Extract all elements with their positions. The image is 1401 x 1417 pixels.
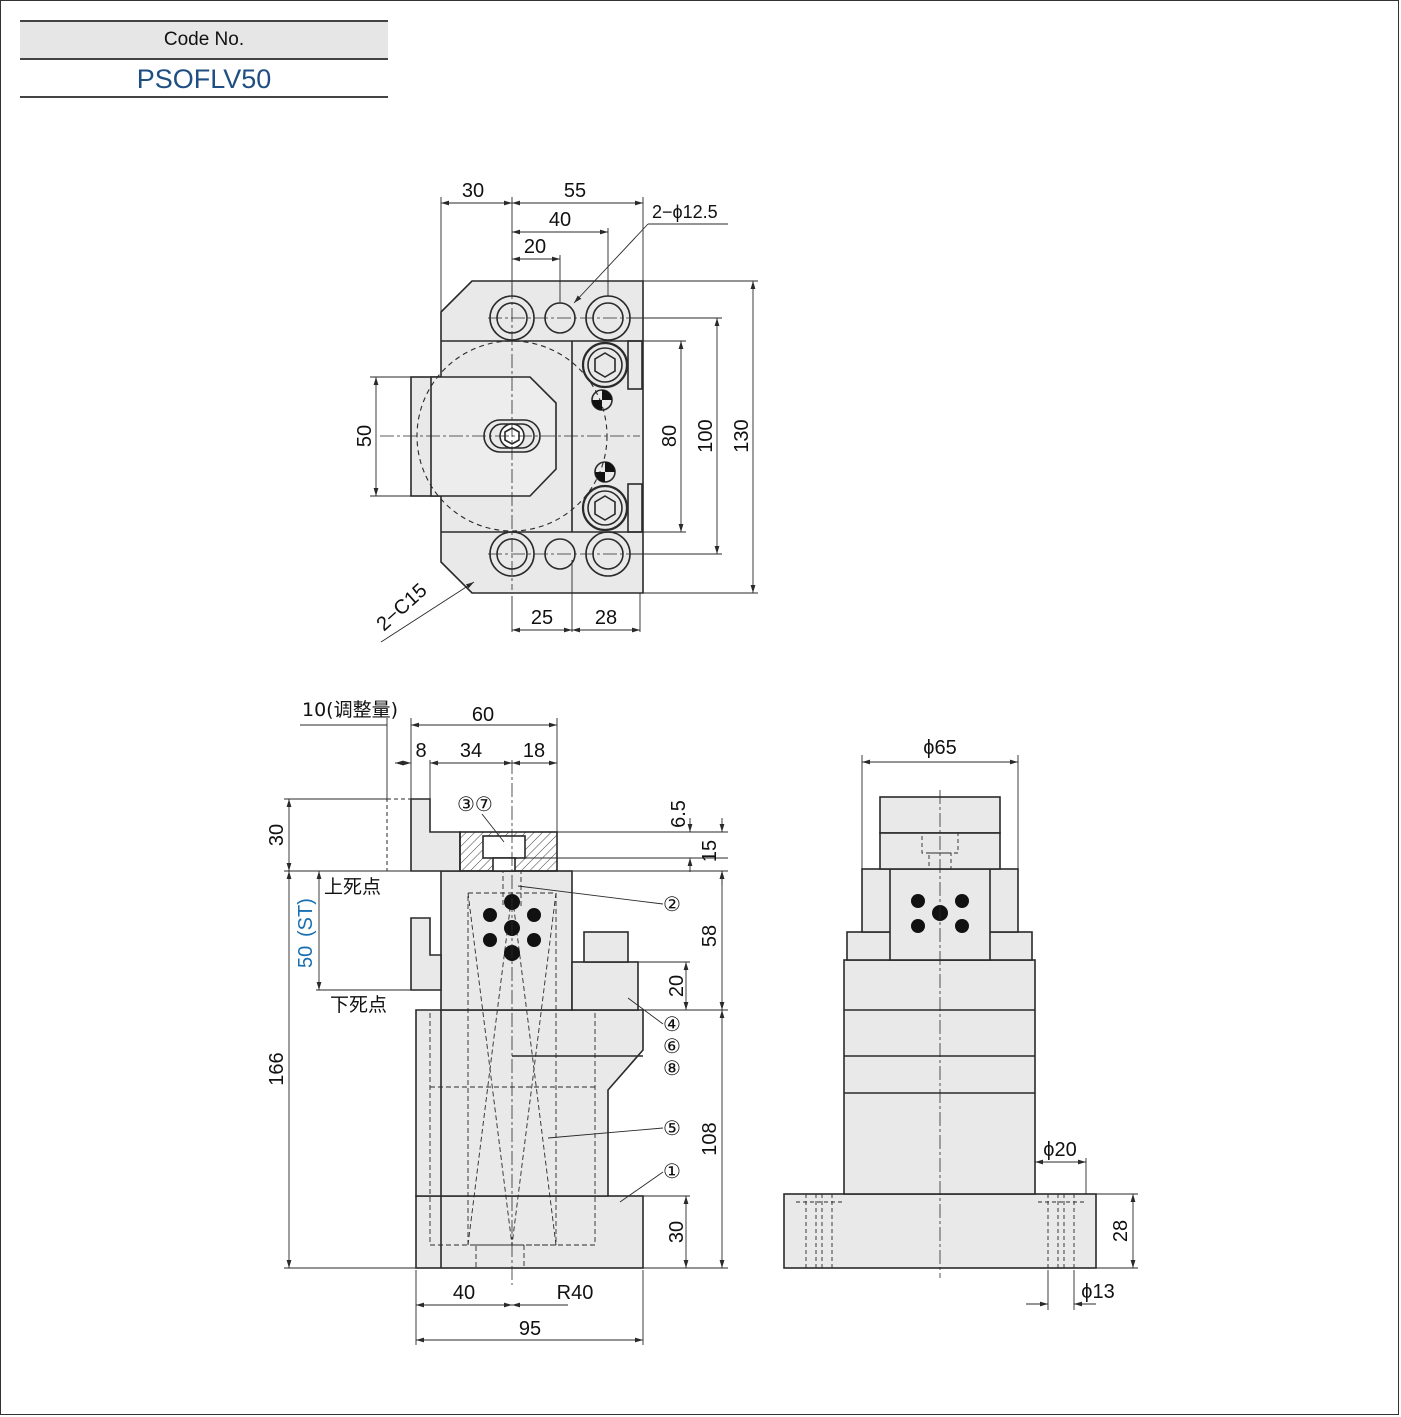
dim-phi20: ϕ20: [1043, 1139, 1076, 1161]
tdc-label: 上死点: [324, 876, 381, 898]
dim-20: 20: [524, 236, 546, 258]
dim-34: 34: [460, 740, 482, 762]
dim-100: 100: [695, 419, 717, 452]
code-value: PSOFLV50: [20, 60, 388, 98]
dim-30: 30: [462, 180, 484, 202]
callout-8: ⑧: [663, 1058, 681, 1080]
dim-58: 58: [699, 925, 721, 947]
dim-60: 60: [472, 704, 494, 726]
dim-phi13: ϕ13: [1081, 1281, 1114, 1303]
front-view-labels: 10(调整量) 60 8 34 18 30 166 50 (ST) 上死点 下死…: [266, 699, 721, 1340]
dim-50: 50: [354, 425, 376, 447]
dim-r40: R40: [557, 1282, 594, 1304]
pin-markers: [591, 389, 616, 483]
dim-phi65: ϕ65: [923, 737, 956, 759]
dim-15: 15: [699, 840, 721, 862]
bdc-label: 下死点: [330, 994, 387, 1016]
front-clamp-arm: [410, 798, 461, 872]
side-view-labels: ϕ65 ϕ20 28 ϕ13: [923, 737, 1132, 1303]
dim-95: 95: [519, 1318, 541, 1340]
callout-2: ②: [663, 894, 681, 916]
dim-40: 40: [549, 209, 571, 231]
front-base: [415, 1195, 644, 1269]
chamfer-label: 2−C15: [373, 579, 432, 635]
front-view: [284, 718, 728, 1345]
dim-8: 8: [415, 740, 426, 762]
dim-30-bottom: 30: [666, 1221, 688, 1243]
holes-label: 2−ϕ12.5: [652, 202, 718, 222]
dim-18: 18: [523, 740, 545, 762]
callout-5: ⑤: [663, 1118, 681, 1140]
dim-20: 20: [666, 975, 688, 997]
dim-130: 130: [731, 419, 753, 452]
callout-3-7: ③⑦: [457, 794, 493, 816]
callout-1: ①: [663, 1161, 681, 1183]
dim-108: 108: [699, 1122, 721, 1155]
side-view: [783, 755, 1138, 1310]
dim-25: 25: [531, 607, 553, 629]
dim-6-5: 6.5: [668, 800, 690, 828]
dim-80: 80: [659, 425, 681, 447]
callout-6: ⑥: [663, 1036, 681, 1058]
top-view: [370, 197, 758, 643]
stroke-label: (ST): [295, 898, 317, 937]
code-label: Code No.: [20, 20, 388, 60]
callout-4: ④: [663, 1014, 681, 1036]
side-housing: [843, 959, 1036, 1195]
adjust-label: 10(调整量): [302, 699, 398, 721]
dim-40: 40: [453, 1282, 475, 1304]
dim-30-top: 30: [266, 824, 288, 846]
dim-55: 55: [564, 180, 586, 202]
stroke-value: 50: [295, 946, 317, 968]
dim-28: 28: [595, 607, 617, 629]
hex-bolts: [581, 340, 643, 533]
dim-166: 166: [266, 1052, 288, 1085]
dim-28-side: 28: [1110, 1220, 1132, 1242]
code-box: Code No. PSOFLV50: [20, 20, 388, 98]
